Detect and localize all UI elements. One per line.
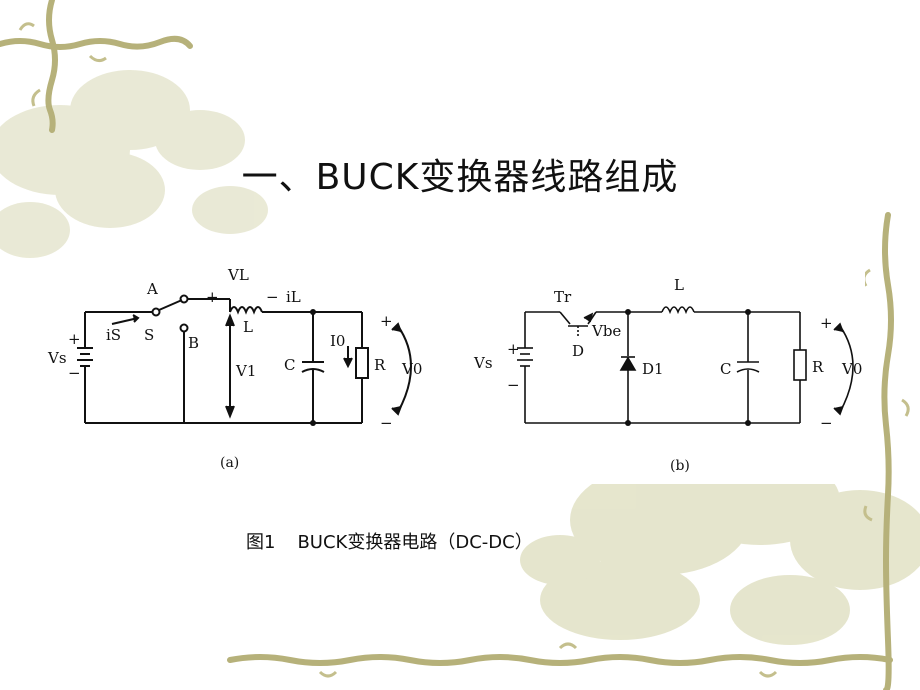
circuit-b-inductor-label: L	[674, 276, 684, 294]
circuit-b-source-plus: +	[507, 340, 520, 358]
circuit-a-il-label: iL	[286, 288, 301, 306]
circuit-a-switch-label: S	[144, 326, 154, 344]
circuit-a-switch	[151, 294, 189, 423]
circuit-a-i0-arrow	[343, 346, 353, 369]
circuit-b-junctions	[625, 309, 751, 426]
circuit-a-resistor	[313, 311, 369, 423]
circuit-a-v0-minus: −	[380, 414, 393, 432]
circuit-a-source-plus: +	[68, 330, 81, 348]
circuit-b-diode	[619, 312, 637, 423]
circuit-a-vl-minus: −	[266, 288, 279, 306]
figure-panel: Vs + − A S B iS VL + − iL L V1 C I0 R V0…	[40, 266, 865, 484]
circuit-b-v0-arc	[833, 322, 854, 416]
circuit-a-capacitor-label: C	[284, 356, 295, 374]
circuit-b	[517, 306, 854, 424]
circuit-b-resistor-label: R	[812, 358, 824, 376]
circuit-a-source	[77, 312, 93, 423]
flower-shadow-top-left	[0, 70, 268, 258]
caption-text: BUCK变换器电路（DC-DC）	[297, 532, 533, 553]
circuit-b-panel-label: (b)	[670, 458, 690, 474]
circuit-a-inductor-label: L	[243, 318, 253, 336]
circuit-b-v0-minus: −	[820, 414, 833, 432]
circuit-a-inductor	[229, 306, 263, 315]
circuit-a-junctions	[310, 309, 316, 426]
circuit-a-source-label: Vs	[47, 349, 67, 367]
circuit-a-i0-label: I0	[330, 332, 345, 350]
circuit-a-v0-plus: +	[380, 312, 393, 330]
circuit-a	[77, 294, 412, 424]
circuit-b-capacitor-label: C	[720, 360, 731, 378]
vine-bottom	[227, 654, 893, 666]
vine-bottom-tendrils	[318, 642, 778, 678]
circuit-a-panel-label: (a)	[220, 455, 239, 471]
circuit-a-current-in: iS	[106, 326, 121, 344]
circuit-b-v0-plus: +	[820, 314, 833, 332]
circuit-b-transistor	[559, 311, 597, 336]
circuit-b-resistor	[748, 311, 807, 423]
circuit-a-source-minus: −	[68, 364, 81, 382]
circuit-a-resistor-label: R	[374, 356, 386, 374]
circuit-a-v0-label: V0	[401, 360, 422, 378]
circuit-b-v0-label: V0	[841, 360, 862, 378]
buck-circuit-diagrams: Vs + − A S B iS VL + − iL L V1 C I0 R V0…	[47, 266, 862, 474]
vine-top-left	[0, 0, 193, 133]
vine-top-left-tendrils	[18, 22, 107, 107]
circuit-a-v1-label: V1	[235, 362, 256, 380]
circuit-a-capacitor	[301, 312, 325, 423]
circuit-b-inductor	[628, 306, 748, 315]
circuit-a-v0-arc	[391, 322, 412, 416]
circuit-a-vl-label: VL	[227, 266, 249, 284]
circuit-b-transistor-label: Tr	[554, 288, 572, 306]
caption-figure-number: 图1	[246, 532, 276, 553]
circuit-b-diode-label: D1	[642, 360, 664, 378]
circuit-b-source-label: Vs	[473, 354, 493, 372]
circuit-b-drive-label: D	[572, 342, 584, 360]
circuit-a-is-arrow	[111, 314, 140, 325]
circuit-a-node-b: B	[188, 334, 199, 352]
circuit-a-vl-plus: +	[206, 288, 219, 306]
circuit-a-labels: Vs + − A S B iS VL + − iL L V1 C I0 R V0…	[47, 266, 422, 471]
circuit-a-v1-arrow	[225, 313, 235, 419]
circuit-a-node-a: A	[146, 280, 158, 298]
circuit-b-source	[517, 312, 533, 423]
circuit-b-vbe-label: Vbe	[591, 322, 621, 340]
figure-caption: 图1 BUCK变换器电路（DC-DC）	[246, 528, 533, 554]
circuit-b-labels: Vs + − Tr D Vbe L D1 C R V0 + − (b)	[473, 276, 862, 474]
circuit-b-source-minus: −	[507, 376, 520, 394]
circuit-b-capacitor	[736, 312, 760, 423]
vine-right	[881, 212, 894, 690]
slide-title: 一、BUCK变换器线路组成	[241, 157, 679, 198]
